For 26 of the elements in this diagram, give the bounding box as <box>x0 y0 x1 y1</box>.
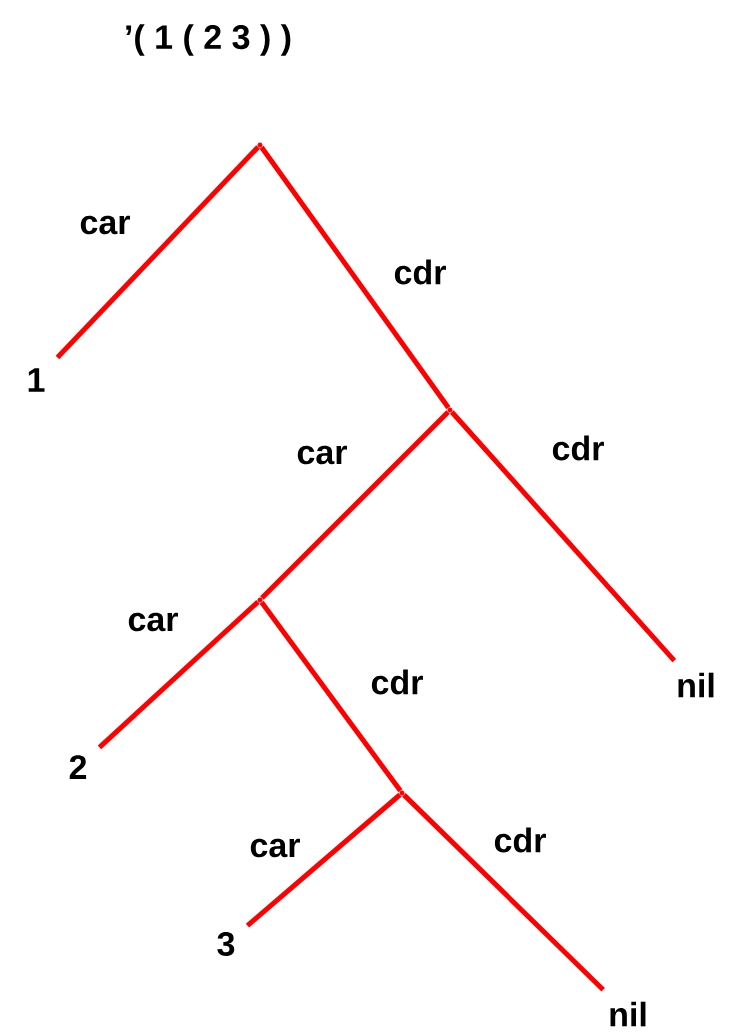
edge-label: cdr <box>392 258 448 286</box>
branch-line <box>260 410 450 600</box>
leaf-label: nil <box>610 1001 646 1027</box>
branch-point <box>447 407 453 413</box>
branch-point <box>257 142 263 148</box>
leaf-label: nil <box>678 672 714 698</box>
leaf-label: 1 <box>28 368 45 392</box>
branch-line <box>97 600 260 750</box>
branch-line <box>245 792 402 928</box>
branch-line <box>259 600 403 793</box>
edge-label: car <box>126 611 180 633</box>
branch-point <box>399 790 405 796</box>
branch-line <box>55 145 260 360</box>
edge-label: cdr <box>550 434 606 462</box>
title: ’( 1 ( 2 3 ) ) <box>126 24 291 56</box>
edge-label: car <box>295 444 349 466</box>
leaf-label: 2 <box>69 755 87 779</box>
edge-label: cdr <box>492 826 548 854</box>
branch-point <box>257 597 263 603</box>
leaf-label: 3 <box>217 931 235 957</box>
branch-line <box>402 793 605 992</box>
edge-label: cdr <box>369 668 425 696</box>
branch-line <box>259 145 451 410</box>
edge-label: car <box>248 837 302 859</box>
branch-line <box>449 410 677 663</box>
edge-label: car <box>78 214 132 236</box>
